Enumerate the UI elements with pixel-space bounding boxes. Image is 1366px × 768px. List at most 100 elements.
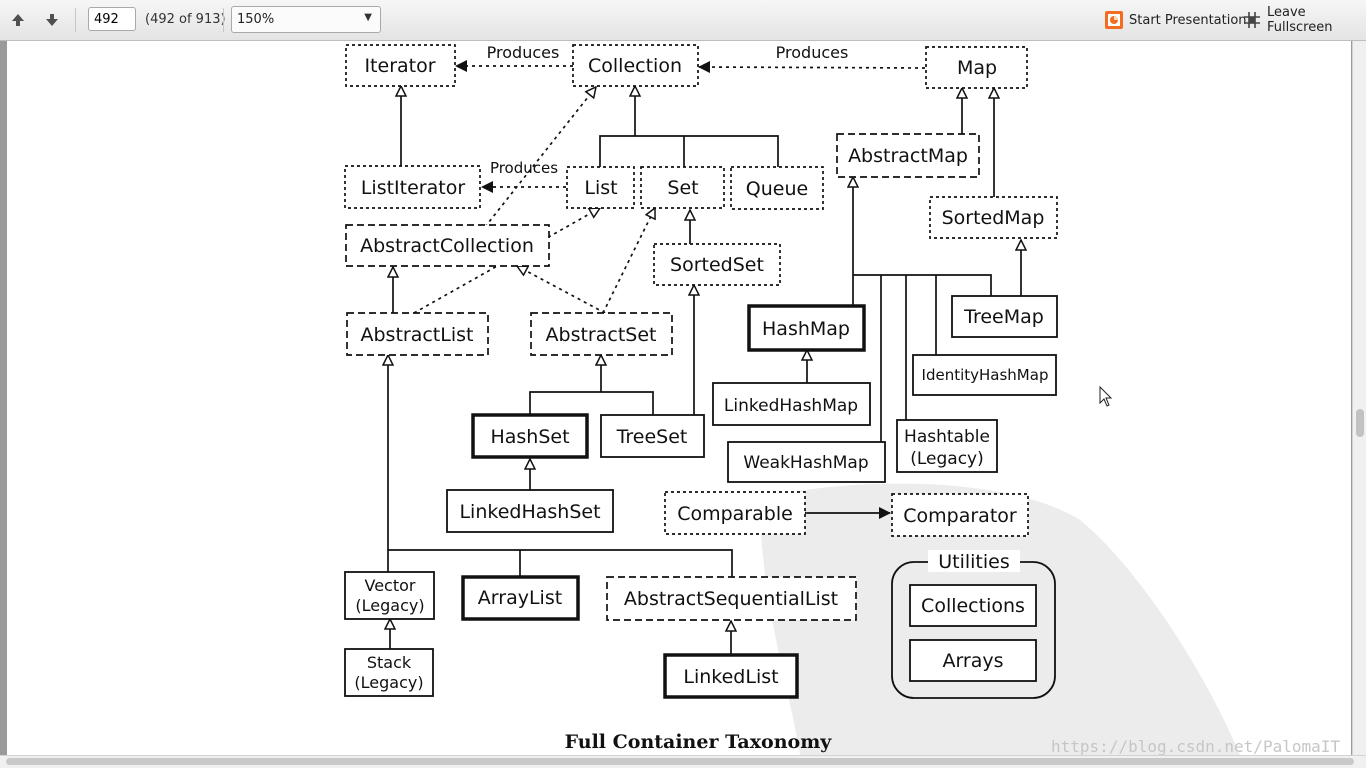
pdf-page: Produces Produces Produces Iterator Coll… <box>7 41 1351 755</box>
node-label: Map <box>957 57 997 79</box>
node-arraylist: ArrayList <box>461 575 580 621</box>
leave-fullscreen-label: Leave Fullscreen <box>1267 5 1333 35</box>
edge-collection-branches <box>599 135 779 167</box>
node-abstractcollection: AbstractCollection <box>345 224 550 267</box>
node-label: SortedMap <box>942 207 1045 229</box>
node-label: ArrayList <box>478 587 562 609</box>
edge-list-impls-branches <box>388 549 733 577</box>
node-queue: Queue <box>730 166 824 210</box>
node-label: Arrays <box>942 650 1003 672</box>
node-label: LinkedHashSet <box>459 501 600 523</box>
toolbar: (492 of 913) 150% ▼ Start Presentation L… <box>0 0 1366 41</box>
node-treemap: TreeMap <box>951 295 1058 338</box>
next-page-button[interactable] <box>41 9 63 31</box>
node-label: IdentityHashMap <box>922 366 1049 384</box>
node-label: List <box>584 177 617 199</box>
vertical-scrollbar-thumb[interactable] <box>1356 409 1364 437</box>
node-linkedlist: LinkedList <box>663 653 799 699</box>
node-abstractset: AbstractSet <box>530 312 673 356</box>
start-presentation-button[interactable]: Start Presentation <box>1104 10 1247 30</box>
node-label: Queue <box>746 178 808 200</box>
node-comparator: Comparator <box>891 493 1029 537</box>
node-listiterator: ListIterator <box>344 165 481 209</box>
node-list: List <box>566 166 635 209</box>
node-label: AbstractSequentialList <box>624 588 838 610</box>
edge-produces-collection <box>698 61 926 74</box>
node-comparable: Comparable <box>664 491 806 535</box>
produces-label: Produces <box>487 43 560 62</box>
node-identityhashmap: IdentityHashMap <box>912 354 1057 396</box>
node-label: Comparable <box>677 503 793 525</box>
container-taxonomy-diagram: Produces Produces Produces Iterator Coll… <box>344 43 1340 755</box>
node-label: LinkedHashMap <box>724 396 858 416</box>
leave-fullscreen-icon <box>1242 10 1262 30</box>
node-label: Collections <box>921 595 1025 617</box>
edge-abstractset-abstractcollection <box>517 266 606 314</box>
node-hashtable: Hashtable (Legacy) <box>896 419 998 473</box>
node-set: Set <box>640 166 725 209</box>
node-label: TreeSet <box>616 426 688 448</box>
horizontal-scrollbar[interactable] <box>0 755 1366 768</box>
node-label: HashMap <box>762 318 850 340</box>
chevron-down-icon: ▼ <box>364 12 372 23</box>
edge-abstractset-set <box>602 208 655 314</box>
node-hashset: HashSet <box>471 413 589 459</box>
node-abstractmap: AbstractMap <box>836 133 980 178</box>
zoom-select[interactable]: 150% ▼ <box>231 6 381 33</box>
node-vector: Vector (Legacy) <box>344 571 435 620</box>
toolbar-divider <box>223 8 224 32</box>
leave-fullscreen-button[interactable]: Leave Fullscreen <box>1242 5 1366 35</box>
node-label: (Legacy) <box>354 673 423 692</box>
node-label: Set <box>667 177 698 199</box>
node-treeset: TreeSet <box>600 414 705 458</box>
node-map: Map <box>925 46 1028 89</box>
presentation-icon <box>1104 10 1124 30</box>
node-label: Stack <box>367 653 412 672</box>
node-label: SortedSet <box>670 254 764 276</box>
node-abstractsequentiallist: AbstractSequentialList <box>606 576 857 621</box>
node-label: LinkedList <box>683 666 778 688</box>
node-sortedmap: SortedMap <box>929 196 1058 239</box>
edge-abstractcollection-collection <box>484 87 596 228</box>
vertical-scrollbar[interactable] <box>1352 41 1366 755</box>
node-linkedhashmap: LinkedHashMap <box>712 382 871 426</box>
node-stack: Stack (Legacy) <box>344 648 434 697</box>
arrow-up-icon <box>12 14 24 26</box>
watermark-url: https://blog.csdn.net/PalomaIT <box>1051 737 1340 755</box>
node-label: (Legacy) <box>910 449 984 469</box>
node-label: Hashtable <box>904 427 990 447</box>
previous-page-button[interactable] <box>7 9 29 31</box>
node-label: Comparator <box>903 505 1017 527</box>
utilities-group: Utilities Collections Arrays <box>891 550 1056 699</box>
node-label: AbstractList <box>361 324 474 346</box>
mouse-cursor-icon <box>1099 385 1113 407</box>
node-label: Iterator <box>364 55 435 77</box>
node-label: ListIterator <box>361 177 465 199</box>
page-number-input[interactable] <box>88 7 136 31</box>
arrow-down-icon <box>46 14 58 26</box>
horizontal-scrollbar-thumb[interactable] <box>6 758 1354 765</box>
zoom-value: 150% <box>237 12 275 27</box>
start-presentation-label: Start Presentation <box>1129 12 1247 28</box>
node-label: TreeMap <box>963 306 1044 328</box>
node-iterator: Iterator <box>345 44 456 87</box>
node-label: WeakHashMap <box>743 453 868 473</box>
document-viewer[interactable]: Produces Produces Produces Iterator Coll… <box>0 41 1352 755</box>
node-sortedset: SortedSet <box>653 243 781 286</box>
node-label: AbstractMap <box>848 145 968 167</box>
page-count-label: (492 of 913) <box>145 12 226 27</box>
produces-label: Produces <box>776 43 849 62</box>
node-label: Collection <box>588 55 682 77</box>
toolbar-divider <box>75 8 76 32</box>
node-linkedhashset: LinkedHashSet <box>446 489 614 533</box>
node-abstractlist: AbstractList <box>346 312 489 356</box>
edge-abstractset-branches <box>529 391 654 415</box>
figure-caption: Full Container Taxonomy <box>565 731 833 753</box>
node-label: (Legacy) <box>355 596 424 615</box>
node-label: AbstractSet <box>546 324 657 346</box>
node-label: HashSet <box>490 426 569 448</box>
node-weakhashmap: WeakHashMap <box>727 441 886 483</box>
node-hashmap: HashMap <box>747 304 866 352</box>
edge-treemap-branch <box>853 274 992 296</box>
node-collection: Collection <box>572 44 699 87</box>
